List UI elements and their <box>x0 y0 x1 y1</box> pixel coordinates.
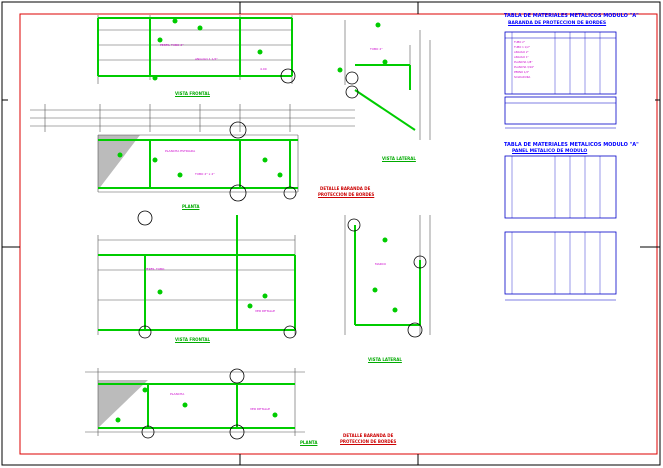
svg-text:ANGULO 1 1/2": ANGULO 1 1/2" <box>195 57 218 61</box>
svg-text:ANGULO 1": ANGULO 1" <box>514 55 529 59</box>
label-planta-top: PLANTA <box>182 204 200 209</box>
label-detalle-bottom-1: DETALLE BARANDA DE <box>343 433 394 438</box>
svg-text:TUBO 1 1/2": TUBO 1 1/2" <box>514 45 530 49</box>
label-vista-frontal-bottom: VISTA FRONTAL <box>175 337 210 342</box>
label-vista-lateral-top: VISTA LATERAL <box>382 156 416 161</box>
label-planta-bottom: PLANTA <box>300 440 318 445</box>
svg-text:ANGULO 2": ANGULO 2" <box>514 50 529 54</box>
table2-subtitle: PANEL METALICO DE MODULO <box>512 149 588 154</box>
svg-text:PLANCHA ESTRIADA: PLANCHA ESTRIADA <box>165 149 196 153</box>
label-vista-lateral-bottom: VISTA LATERAL <box>368 357 402 362</box>
svg-text:PERNO 1/2": PERNO 1/2" <box>514 70 529 74</box>
label-detalle-top-2: PROTECCION DE BORDES <box>318 192 375 197</box>
svg-text:VER DETALLE: VER DETALLE <box>255 309 275 313</box>
table2-title: TABLA DE MATERIALES METALICOS MODULO "A" <box>504 142 639 148</box>
svg-text:MARCO: MARCO <box>375 262 387 266</box>
table1-title: TABLA DE MATERIALES METALICOS MODULO "A" <box>504 13 639 19</box>
svg-text:PLANCHA: PLANCHA <box>170 392 185 396</box>
label-vista-frontal-top: VISTA FRONTAL <box>175 91 210 96</box>
svg-text:PLANCHA 1/8": PLANCHA 1/8" <box>514 60 533 64</box>
svg-text:4.00: 4.00 <box>260 67 267 71</box>
svg-text:VER DETALLE: VER DETALLE <box>250 407 270 411</box>
label-detalle-top-1: DETALLE BARANDA DE <box>320 186 371 191</box>
svg-text:PERFIL TUBO: PERFIL TUBO <box>145 267 165 271</box>
label-detalle-bottom-2: PROTECCION DE BORDES <box>340 439 397 444</box>
svg-text:TUBO 2": TUBO 2" <box>514 40 525 44</box>
svg-text:PERFIL TUBO 2": PERFIL TUBO 2" <box>160 43 184 47</box>
svg-text:TUBO 2": TUBO 2" <box>369 47 383 51</box>
svg-text:SOLDADURA: SOLDADURA <box>514 75 530 79</box>
svg-text:PLANCHA 3/16": PLANCHA 3/16" <box>514 65 534 69</box>
table1-subtitle: BARANDA DE PROTECCION DE BORDES <box>508 21 607 26</box>
svg-text:TUBO 2" x 2": TUBO 2" x 2" <box>194 172 215 176</box>
